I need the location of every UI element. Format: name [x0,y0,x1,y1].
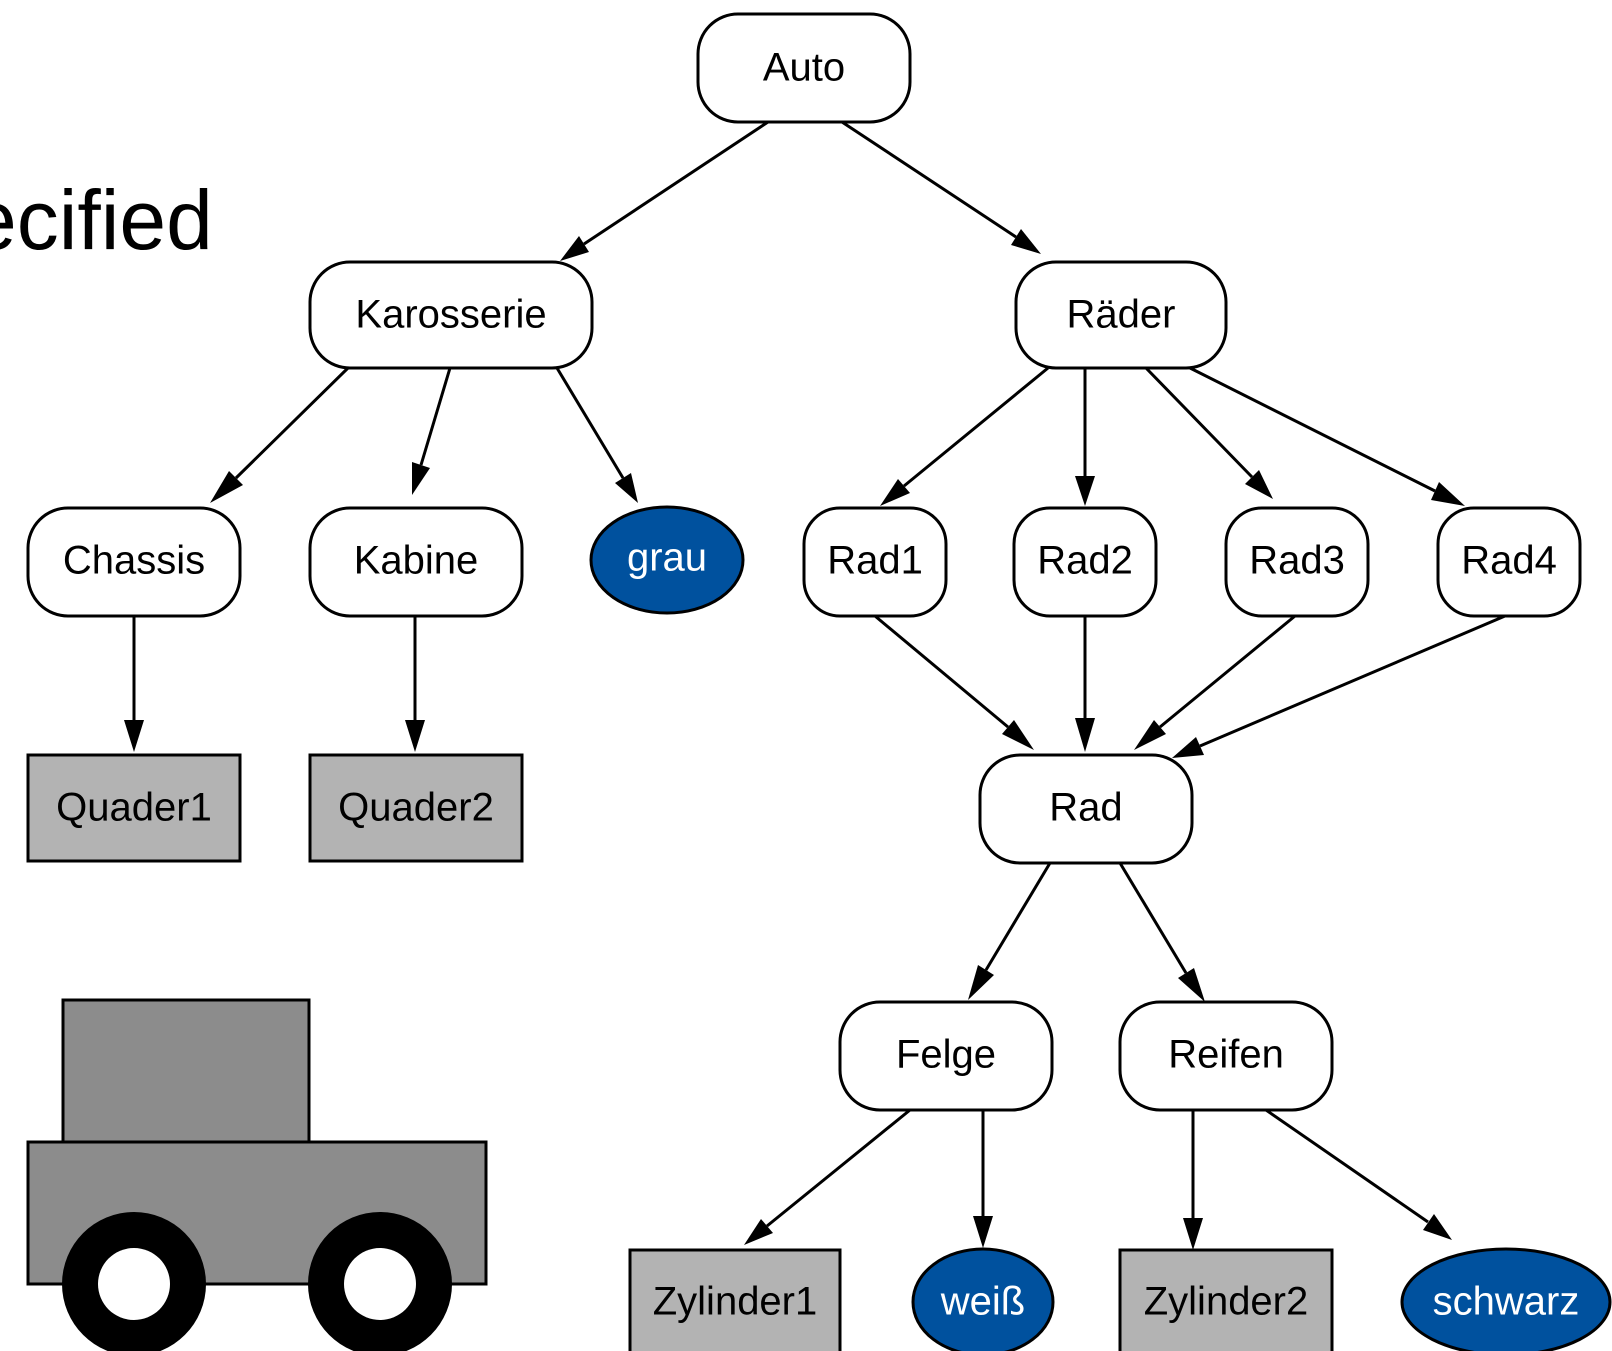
edge-karosserie-grau [555,367,625,479]
arrowhead [1245,470,1273,499]
edge-raeder-rad4 [1189,366,1436,493]
edge-raeder-rad1 [903,366,1049,488]
node-zylinder2[interactable] [1118,1248,1334,1351]
edge-karosserie-kabine [419,367,452,466]
label-reifen: Reifen [1168,1033,1284,1077]
node-quader2[interactable] [308,753,524,863]
node-rad2[interactable] [1012,506,1158,618]
edge-rad-felge [984,862,1052,971]
node-chassis[interactable] [26,506,242,618]
node-felge[interactable] [838,1000,1054,1112]
node-rad3[interactable] [1224,506,1370,618]
label-karosserie: Karosserie [355,293,546,337]
label-auto: Auto [763,46,845,90]
edge-raeder-rad3 [1144,366,1254,479]
arrowhead [1183,1218,1203,1250]
label-rad4: Rad4 [1461,539,1557,583]
label-quader2: Quader2 [338,786,494,830]
node-kabine[interactable] [308,506,524,618]
arrowhead [1075,476,1095,506]
arrowhead [615,473,638,503]
car-wheel-rear-hub [344,1248,416,1320]
arrowhead [124,720,144,752]
label-rad3: Rad3 [1249,539,1345,583]
node-karosserie[interactable] [308,260,594,370]
arrowhead [744,1219,773,1245]
node-rad4[interactable] [1436,506,1582,618]
arrowhead [1075,718,1095,752]
label-chassis: Chassis [63,539,205,583]
label-quader1: Quader1 [56,786,212,830]
arrowhead [973,1216,993,1248]
node-grau[interactable] [589,505,745,615]
arrowhead [880,479,910,506]
label-raeder: Räder [1067,293,1176,337]
label-rad2: Rad2 [1037,539,1133,583]
arrowhead [1431,482,1465,506]
arrowhead [1172,737,1204,758]
arrowhead [405,720,425,752]
edge-rad1-rad [874,614,1009,729]
edge-rad4-rad [1199,614,1506,748]
arrowhead [1423,1214,1452,1240]
edge-reifen-schwarz [1265,1108,1429,1224]
arrowhead [1134,720,1166,750]
arrowhead [1002,720,1034,750]
label-grau: grau [627,536,707,580]
node-quader1[interactable] [26,753,242,863]
label-zylinder2: Zylinder2 [1144,1280,1309,1324]
arrowhead [560,236,589,261]
label-schwarz: schwarz [1433,1280,1580,1324]
car-cabin [61,998,311,1145]
label-rad: Rad [1049,786,1122,830]
car-illustration [26,998,488,1351]
node-auto[interactable] [696,12,912,124]
edge-auto-karosserie [583,120,769,246]
node-raeder[interactable] [1014,260,1228,370]
node-rad[interactable] [978,753,1194,865]
edges [132,120,1506,1228]
arrowhead [412,462,430,495]
arrowhead [1011,229,1041,254]
node-rad1[interactable] [802,506,948,618]
car-wheel-front-hub [98,1248,170,1320]
node-weiss[interactable] [911,1247,1055,1351]
edge-rad-reifen [1118,862,1188,974]
label-weiss: weiß [940,1280,1025,1324]
node-schwarz[interactable] [1400,1247,1612,1351]
edge-rad3-rad [1159,614,1296,729]
label-zylinder1: Zylinder1 [653,1280,818,1324]
arrowhead [210,471,243,503]
label-rad1: Rad1 [827,539,923,583]
edge-auto-raeder [841,120,1017,239]
slide-title-partial: ecified [0,173,213,267]
edge-felge-zylinder1 [766,1108,911,1228]
node-reifen[interactable] [1118,1000,1334,1112]
label-felge: Felge [896,1033,996,1077]
arrowheads [124,229,1465,1250]
node-zylinder1[interactable] [628,1248,842,1351]
arrowhead [968,965,994,1000]
arrowhead [1178,968,1205,1002]
edge-karosserie-chassis [234,366,350,480]
label-kabine: Kabine [354,539,479,583]
